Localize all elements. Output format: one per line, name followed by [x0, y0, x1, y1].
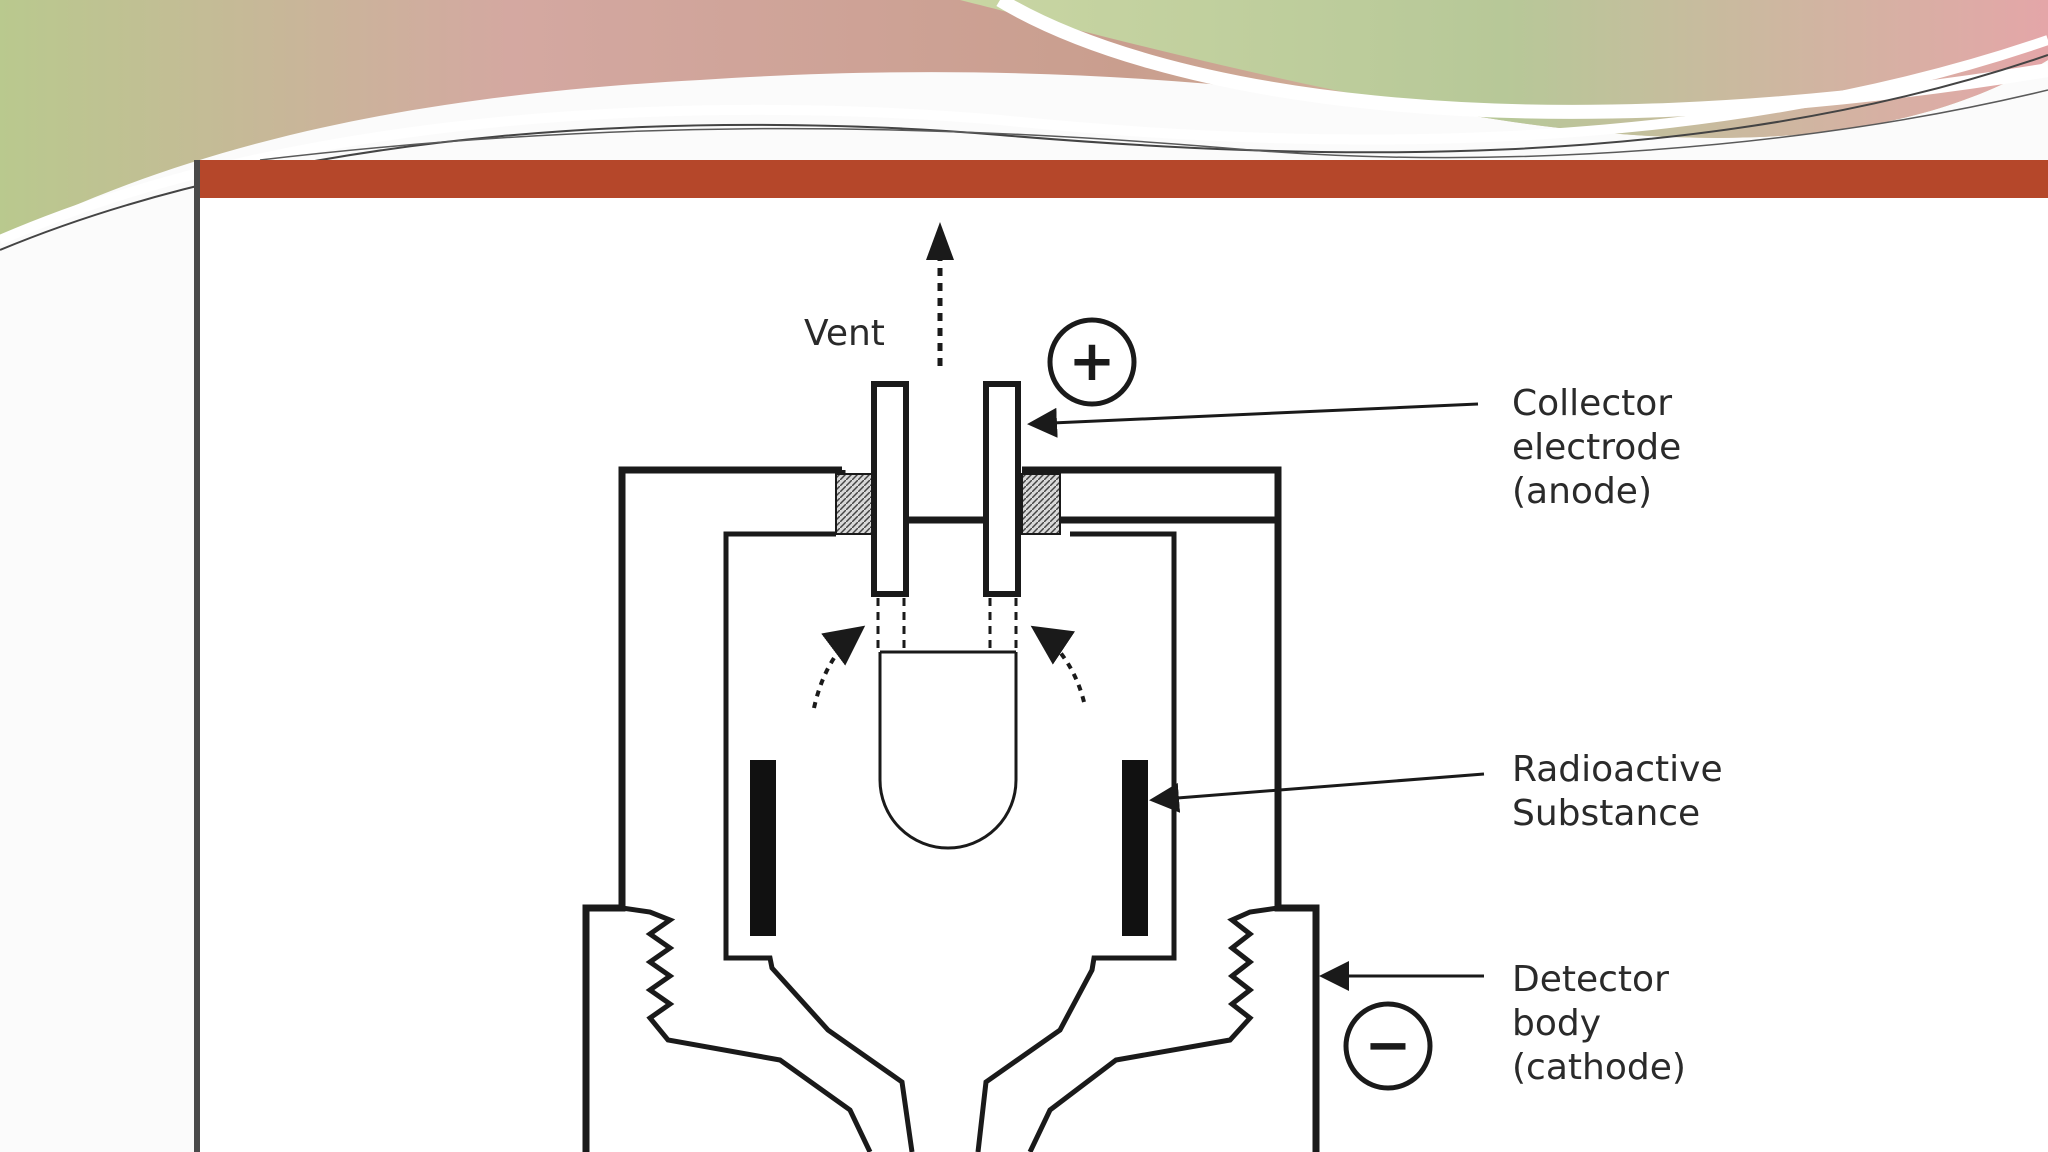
- detector-body-top-right: [1022, 466, 1282, 520]
- thread-right: [1027, 905, 1279, 1152]
- radioactive-leader-line: [1149, 772, 1485, 813]
- insulator-right: [1021, 473, 1061, 535]
- positive-terminal-icon: [1047, 317, 1137, 407]
- flow-arrow-right: [1030, 625, 1086, 703]
- radioactive-substance-left: [750, 760, 776, 936]
- detector-body-outline: [582, 466, 1320, 1152]
- collector-leader-line: [1027, 402, 1479, 438]
- column-inlet: [878, 650, 1018, 850]
- flow-arrow-left: [812, 625, 866, 709]
- detector-body-label: Detector body (cathode): [1512, 959, 1686, 1088]
- collector-electrode-label: Collector electrode (anode): [1512, 383, 1682, 512]
- thread-left: [621, 905, 873, 1152]
- insulator-left: [835, 473, 875, 535]
- vent-label: Vent: [804, 313, 885, 354]
- slide-header-swoosh: [0, 0, 2048, 251]
- frame-title-bar: [200, 160, 2048, 198]
- inner-chamber: [723, 531, 1177, 1152]
- positive-symbol: +: [1069, 329, 1116, 394]
- collector-electrode-right: [983, 381, 1021, 597]
- negative-symbol: −: [1365, 1013, 1412, 1078]
- radioactive-substance-label: Radioactive Substance: [1512, 749, 1723, 834]
- negative-terminal-icon: [1343, 1001, 1433, 1091]
- electrode-dashed-extensions: [876, 598, 1018, 652]
- collector-electrode-left: [871, 381, 909, 597]
- figure-frame: [194, 160, 2048, 1152]
- radioactive-substance-right: [1122, 760, 1148, 936]
- vent-arrow-head: [926, 222, 954, 260]
